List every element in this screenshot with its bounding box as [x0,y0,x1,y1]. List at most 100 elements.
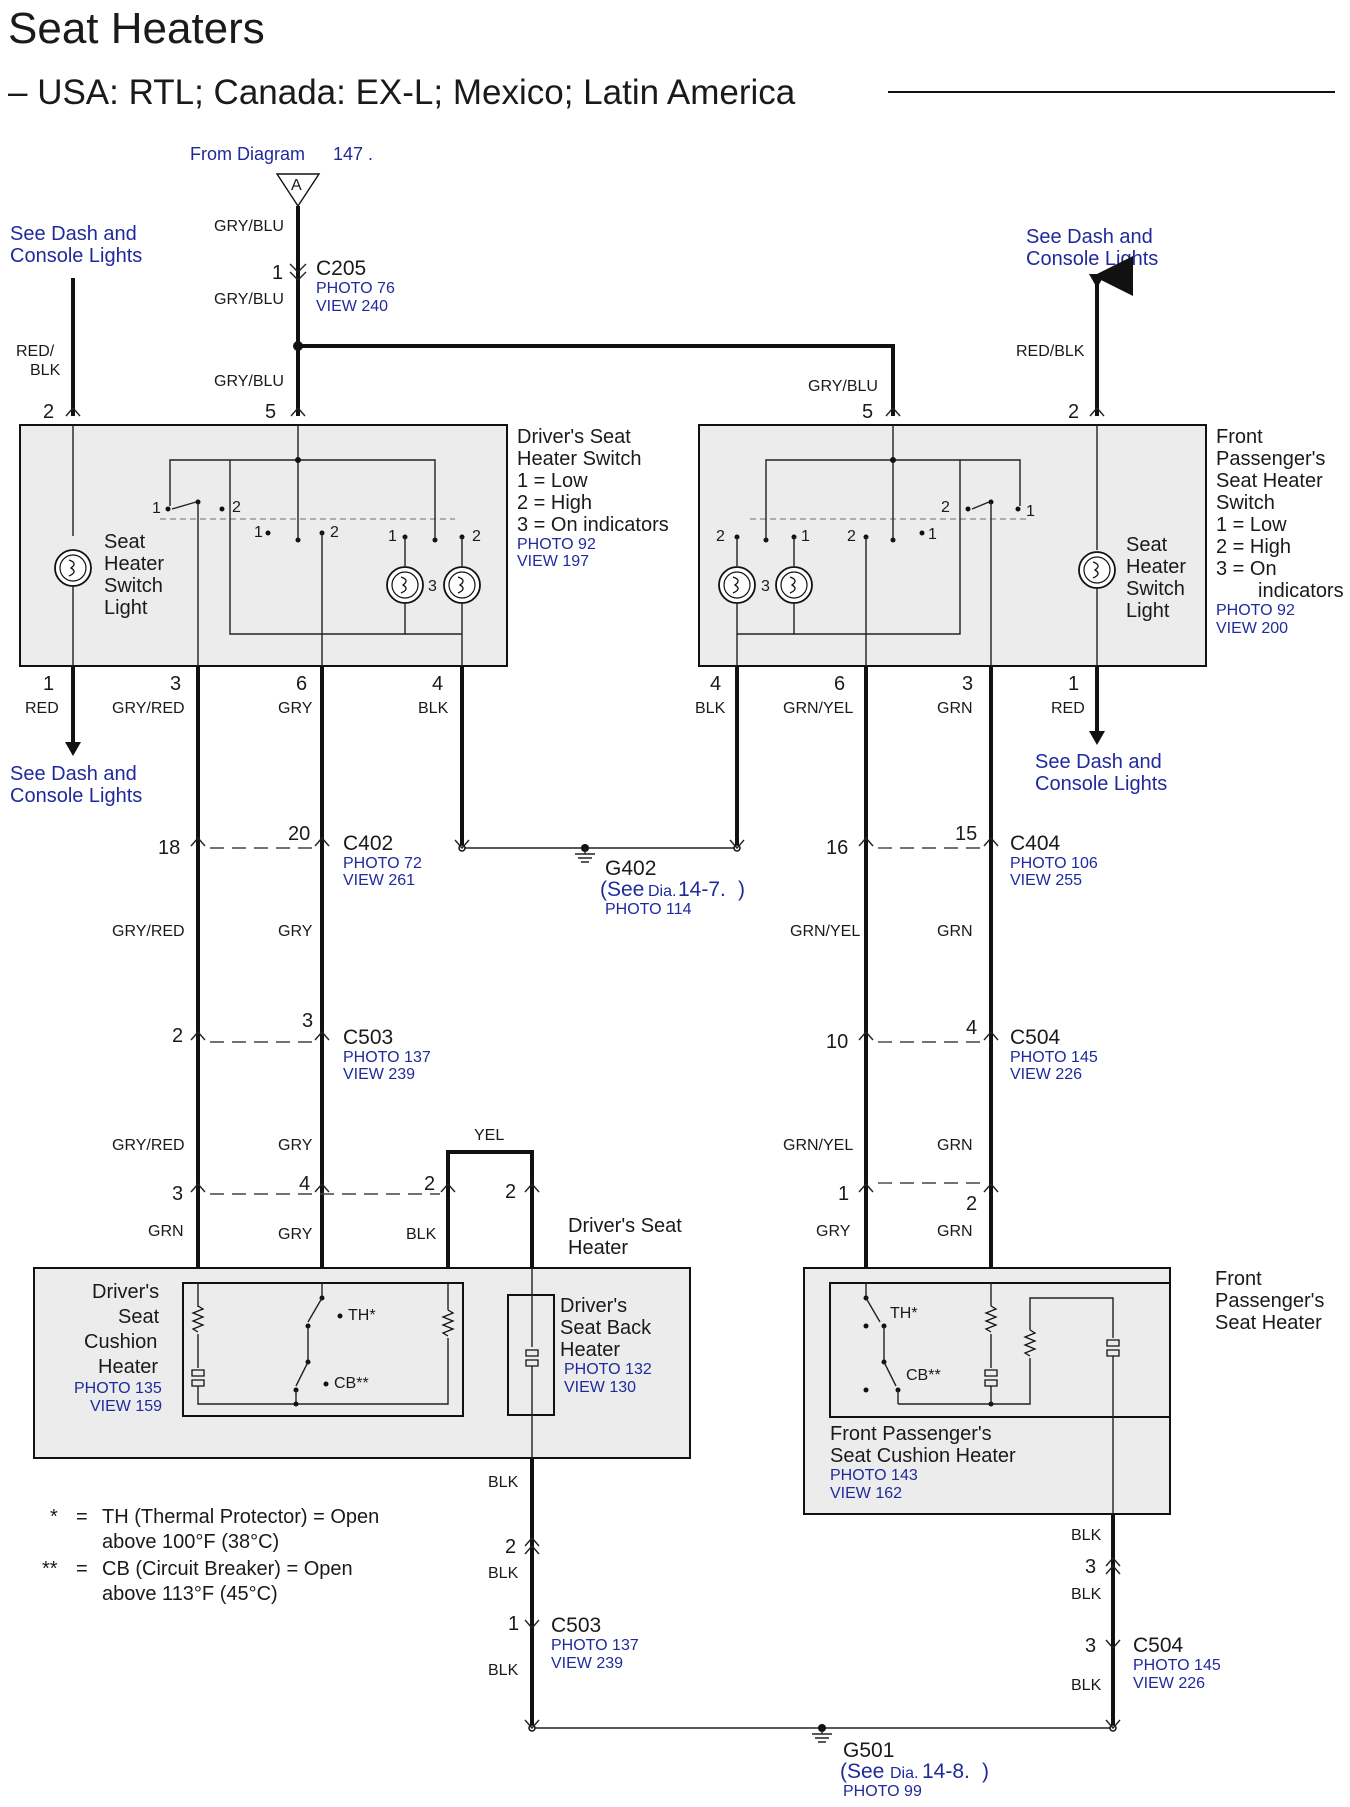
wire-label-blk-6: BLK [488,1565,519,1582]
ps-contact-1c: 1 [801,528,810,545]
driver-heater-connector: 3 4 2 2 [172,1173,540,1205]
ps-pin-3: 3 [962,673,973,695]
ds-view: VIEW 197 [517,553,589,570]
ds-name-l1: Driver's Seat [517,426,631,448]
ps-contact [1015,506,1021,512]
phc-pin-2: 2 [966,1193,977,1215]
ps-legend-1: 1 = Low [1216,514,1287,536]
c503b-pin2-symbol [524,1536,540,1555]
ph-l2: Passenger's [1215,1290,1324,1312]
dhc-pin-2a: 2 [424,1173,435,1195]
pc-internal-wire [898,1358,1031,1405]
ds-light-lamp-icon [54,549,92,587]
c503b-view: VIEW 239 [551,1655,623,1672]
wire-label-gry-3: GRY [278,1137,313,1154]
note-2-l1: CB (Circuit Breaker) = Open [102,1558,353,1580]
wire-label-grn-1: GRN [937,700,973,717]
wire-label-blk-7: BLK [1071,1586,1102,1603]
ps-contact-1b: 1 [928,526,937,543]
ds-legend-1: 1 = Low [517,470,588,492]
passenger-heater-connector: 1 2 [838,1182,999,1215]
see-dash-tr-l2: Console Lights [1026,248,1158,270]
ps-contact-3: 3 [761,578,770,595]
ds-indicator-lamp-icon [443,566,481,604]
connector-symbol [858,1030,999,1041]
dc-photo: PHOTO 135 [74,1380,162,1397]
ps-contact-arm [971,501,990,510]
c503t-name: C503 [343,1026,393,1049]
c402-photo: PHOTO 72 [343,855,422,872]
page-subtitle: – USA: RTL; Canada: EX-L; Mexico; Latin … [8,73,796,112]
see-dash-br-l2: Console Lights [1035,773,1167,795]
pc-l1: Front Passenger's [830,1423,992,1445]
ps-light-l1: Seat [1126,534,1168,556]
c402-name: C402 [343,832,393,855]
ps-contact-2a: 2 [941,499,950,516]
wire-label-gry-red-1: GRY/RED [112,700,185,717]
ps-light-l3: Switch [1126,578,1185,600]
g501-name: G501 [843,1739,894,1762]
see-dash-tl-l2: Console Lights [10,245,142,267]
ps-pin-4: 4 [710,673,721,695]
ph-cb-label: CB** [906,1367,941,1384]
ds-light-l3: Switch [104,575,163,597]
g402-dia: Dia. [648,883,676,900]
wire-label-gry-4: GRY [278,1226,313,1243]
driver-back-box [507,1294,555,1416]
db-view: VIEW 130 [564,1379,636,1396]
wire-label-gry-blu-2: GRY/BLU [214,291,284,308]
wire-label-grn-yel-2: GRN/YEL [790,923,860,940]
wire-gry-blu-passenger [298,344,895,416]
wire-label-grn-yel-3: GRN/YEL [783,1137,853,1154]
c503-top-connector: 2 3 C503 PHOTO 137 VIEW 239 [172,1010,431,1083]
from-diagram-number: 147 [333,144,363,164]
note-1-l2: above 100°F (38°C) [102,1531,279,1553]
ds-pin-1: 1 [43,673,54,695]
c503b-pin-2: 2 [505,1536,516,1558]
cb-label: CB** [334,1375,369,1392]
arrow-br [1089,731,1105,745]
db-photo: PHOTO 132 [564,1361,652,1378]
wire-label-gry-blu-3: GRY/BLU [214,373,284,390]
c504b-pin-3b: 3 [1085,1635,1096,1657]
ds-pin-5: 5 [265,401,276,423]
c402-pin-18: 18 [158,837,180,859]
wire-label-gry-blu-4: GRY/BLU [808,378,878,395]
wire-label-gry-red-3: GRY/RED [112,1137,185,1154]
ds-node [295,457,301,463]
ph-l1: Front [1215,1268,1262,1290]
ground-icon [575,848,595,863]
driver-switch-box [19,424,508,667]
ds-photo: PHOTO 92 [517,536,596,553]
c503t-view: VIEW 239 [343,1066,415,1083]
ps-indicator-lamp-icon [775,566,813,604]
c404-pin-16: 16 [826,837,848,859]
ds-contact-2c: 2 [472,528,481,545]
dc-l2: Seat [118,1306,160,1328]
note-1-eq: = [76,1506,88,1528]
dhc-pin-4: 4 [299,1173,310,1195]
c504-top-connector: 10 4 C504 PHOTO 145 VIEW 226 [826,1017,1098,1083]
ps-pin-1: 1 [1068,673,1079,695]
from-diagram-period: . [368,144,373,164]
c504t-view: VIEW 226 [1010,1066,1082,1083]
connector-symbol [858,1182,999,1193]
wire-label-blk-1: BLK [418,700,449,717]
wire-label-gry-p: GRY [816,1223,851,1240]
driver-cushion-box [182,1282,464,1417]
ps-pin-6: 6 [834,673,845,695]
driver-heater-l1: Driver's Seat [568,1215,682,1237]
ps-pin-5: 5 [862,401,873,423]
ds-light-l4: Light [104,597,148,619]
pc-switch-arm [883,1361,897,1387]
ps-view: VIEW 200 [1216,620,1288,637]
ds-pin-3: 3 [170,673,181,695]
ds-legend-2: 2 = High [517,492,592,514]
pc-view: VIEW 162 [830,1485,902,1502]
g402-connectors [454,839,745,850]
c504b-pin3a-symbol [1105,1556,1121,1575]
ps-contact [965,506,971,512]
driver-heater-l2: Heater [568,1237,628,1259]
wire-label-blk-4: BLK [488,1474,519,1491]
